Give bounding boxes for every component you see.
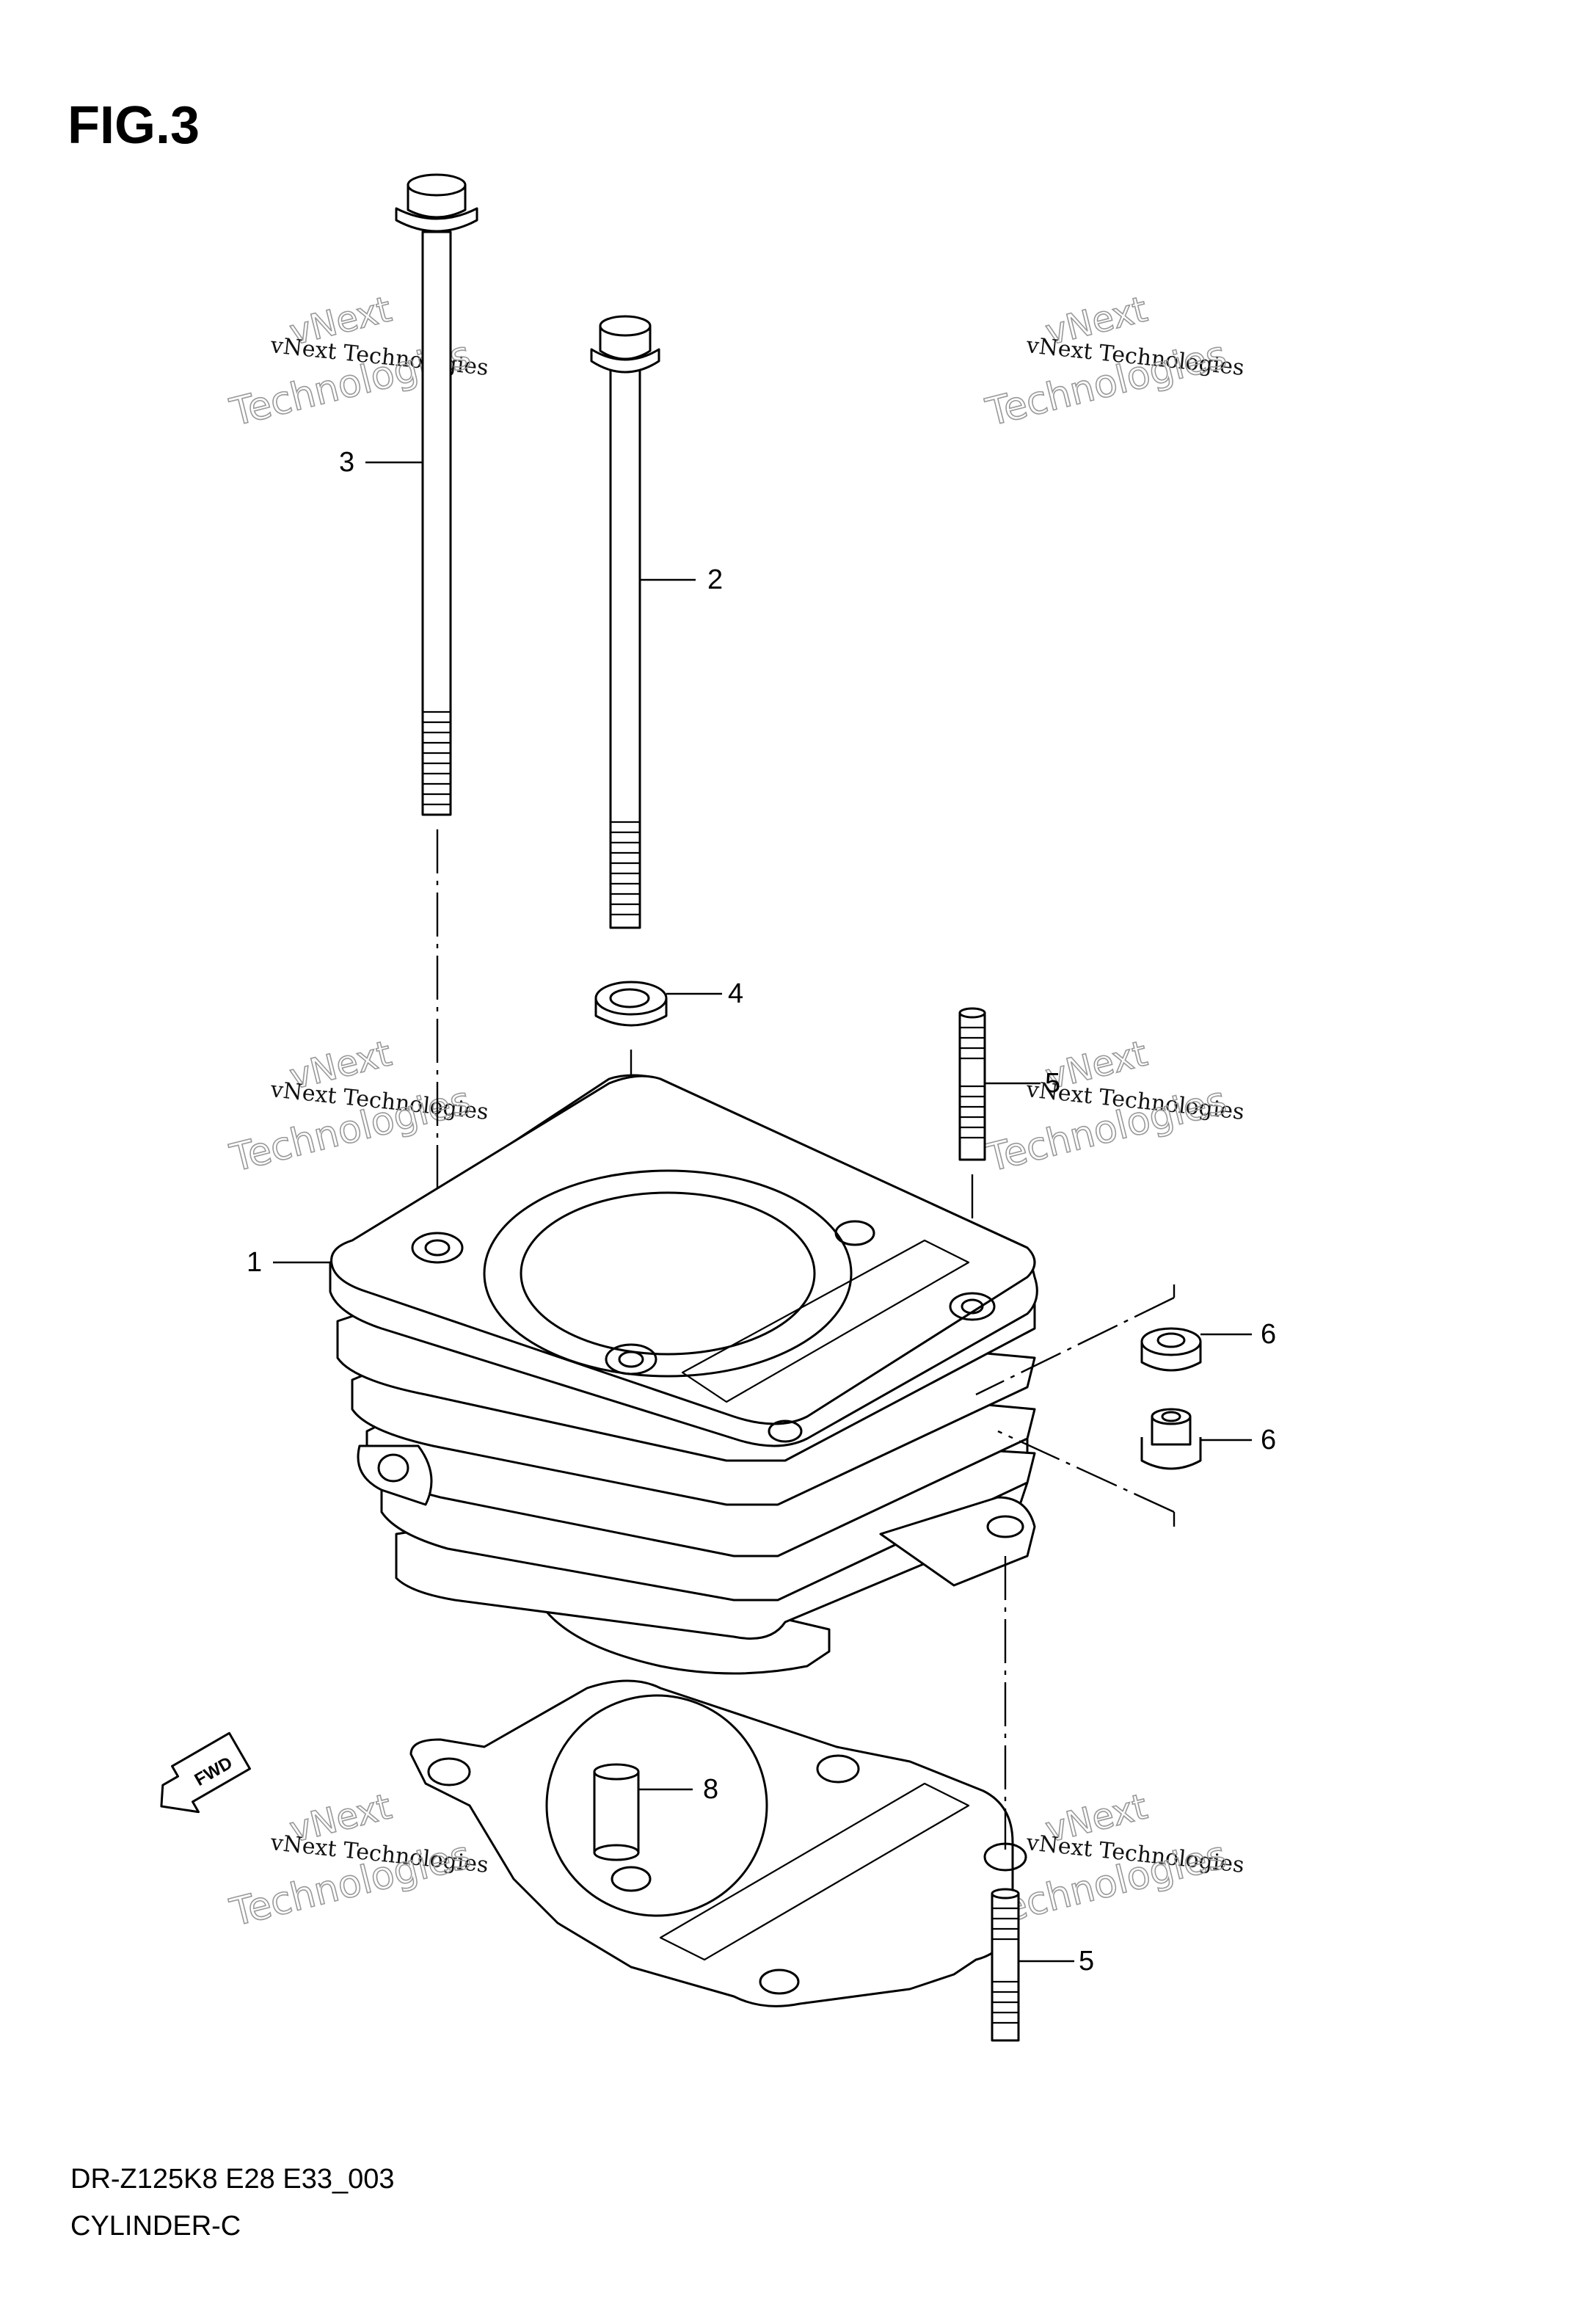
part-stud-upper [958,1007,986,1161]
svg-text:2: 2 [707,564,723,595]
svg-text:1: 1 [247,1247,262,1278]
part-dowel-pin [593,1763,640,1861]
callout-washer: 4 [666,978,743,1009]
callout-stud-upper: 5 [985,1068,1060,1099]
watermark-group-mid-right: vNext vNext Technologies Technologies [981,1033,1245,1182]
part-bolt-short [590,315,660,929]
svg-text:8: 8 [703,1774,718,1805]
callout-stud-lower: 5 [1019,1946,1094,1977]
svg-text:5: 5 [1079,1946,1094,1977]
figure-title: FIG.3 [68,96,200,155]
callout-cylinder: 1 [247,1247,330,1278]
callout-nut-lower: 6 [1200,1425,1276,1455]
fwd-arrow-icon: FWD [160,1731,251,1814]
svg-text:4: 4 [728,978,743,1009]
part-washer [594,981,668,1027]
part-cylinder [329,1074,1038,1675]
callout-dowel-pin: 8 [638,1774,718,1805]
figure-footer-name: CYLINDER-C [70,2211,241,2242]
watermark-group-bottom-left: vNext vNext Technologies Technologies [225,1786,489,1936]
svg-text:5: 5 [1045,1068,1060,1099]
svg-text:6: 6 [1261,1319,1276,1350]
watermark-group-bottom-right: vNext vNext Technologies Technologies [981,1786,1245,1936]
part-gasket [409,1679,1027,2007]
part-stud-lower [991,1888,1020,2042]
svg-text:3: 3 [339,447,354,478]
figure-footer-code: DR-Z125K8 E28 E33_003 [70,2164,395,2195]
part-nut-lower [1140,1408,1202,1470]
callout-bolt-short: 2 [640,564,723,595]
nut-guide-lines [975,1284,1176,1527]
watermark-group-mid-left: vNext vNext Technologies Technologies [225,1033,489,1182]
part-bolt-long [395,173,478,816]
callout-nut-upper: 6 [1200,1319,1276,1350]
svg-text:6: 6 [1261,1425,1276,1455]
part-nut-upper [1140,1327,1202,1372]
callout-bolt-long: 3 [339,447,423,478]
watermark-group-top-right: vNext vNext Technologies Technologies [981,288,1245,436]
